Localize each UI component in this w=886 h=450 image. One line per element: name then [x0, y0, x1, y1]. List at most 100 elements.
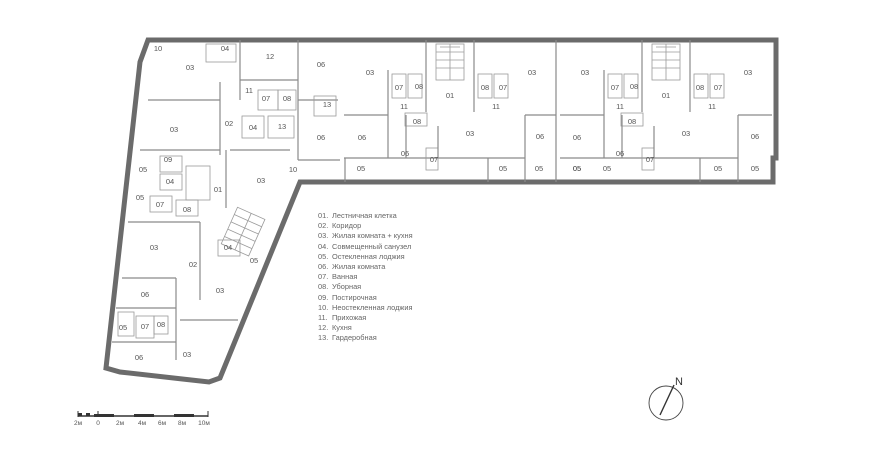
room-label: 03 — [682, 129, 690, 138]
room-labels: 10 04 03 12 06 11 07 08 13 03 02 04 13 0… — [119, 44, 759, 362]
room-label: 11 — [492, 102, 500, 111]
room-label: 06 — [135, 353, 143, 362]
room-label: 02 — [189, 260, 197, 269]
north-label: N — [675, 376, 683, 388]
scale-label: 6м — [157, 420, 167, 427]
room-label: 03 — [183, 350, 191, 359]
east-wing-partitions — [344, 40, 772, 182]
room-label: 03 — [466, 129, 474, 138]
room-label: 07 — [714, 83, 722, 92]
room-label: 07 — [430, 155, 438, 164]
room-label: 07 — [156, 200, 164, 209]
room-label: 03 — [257, 176, 265, 185]
room-label: 06 — [141, 290, 149, 299]
legend-item: 12.Кухня — [318, 323, 352, 333]
room-label: 01 — [446, 91, 454, 100]
room-label: 04 — [249, 123, 257, 132]
legend: 01.Лестничная клетка 02.Коридор 03.Жилая… — [318, 211, 413, 344]
room-label: 05 — [250, 256, 258, 265]
room-label: 07 — [395, 83, 403, 92]
legend-item: 08.Уборная — [318, 282, 362, 292]
room-label: 04 — [166, 177, 174, 186]
room-label: 03 — [528, 68, 536, 77]
room-label: 04 — [221, 44, 229, 53]
room-label: 03 — [186, 63, 194, 72]
legend-item: 02.Коридор — [318, 221, 362, 231]
scale-label: 10м — [198, 420, 210, 427]
room-label: 05 — [573, 164, 581, 173]
room-label: 01 — [214, 185, 222, 194]
legend-item: 05.Остекленная лоджия — [318, 251, 405, 261]
room-label: 08 — [630, 82, 638, 91]
legend-item: 01.Лестничная клетка — [318, 211, 397, 220]
scale-bar: 2м 0 2м 4м 6м 8м 10м — [72, 408, 222, 438]
room-label: 10 — [289, 165, 297, 174]
scale-label: 2м — [115, 420, 125, 427]
room-label: 05 — [714, 164, 722, 173]
room-label: 06 — [358, 133, 366, 142]
legend-item: 11.Прихожая — [318, 313, 367, 323]
room-label: 07 — [611, 83, 619, 92]
room-label: 06 — [317, 133, 325, 142]
room-label: 03 — [581, 68, 589, 77]
room-label: 11 — [400, 102, 408, 111]
room-label: 05 — [136, 193, 144, 202]
room-label: 07 — [262, 94, 270, 103]
legend-item: 04.Совмещенный санузел — [318, 241, 412, 251]
room-label: 10 — [154, 44, 162, 53]
west-wing-partitions — [112, 40, 340, 360]
north-arrow-icon: N — [646, 373, 694, 421]
room-label: 08 — [183, 205, 191, 214]
legend-item: 03.Жилая комната + кухня — [318, 231, 413, 241]
room-label: 07 — [646, 155, 654, 164]
room-label: 06 — [317, 60, 325, 69]
room-label: 07 — [141, 322, 149, 331]
room-label: 08 — [628, 117, 636, 126]
room-label: 01 — [662, 91, 670, 100]
room-label: 06 — [401, 149, 409, 158]
scale-label: 8м — [177, 420, 187, 427]
legend-item: 09.Постирочная — [318, 292, 377, 302]
room-label: 05 — [573, 164, 581, 173]
room-label: 06 — [751, 132, 759, 141]
room-label: 08 — [413, 117, 421, 126]
room-label: 08 — [481, 83, 489, 92]
room-label: 03 — [744, 68, 752, 77]
room-label: 03 — [216, 286, 224, 295]
room-label: 11 — [616, 102, 624, 111]
scale-bar-graphic — [77, 411, 209, 417]
room-label: 08 — [696, 83, 704, 92]
room-label: 13 — [323, 100, 331, 109]
room-label: 06 — [536, 132, 544, 141]
scale-label: 0 — [96, 420, 100, 427]
room-label: 08 — [157, 320, 165, 329]
room-label: 07 — [499, 83, 507, 92]
room-label: 08 — [283, 94, 291, 103]
room-label: 13 — [278, 122, 286, 131]
room-label: 09 — [164, 155, 172, 164]
room-label: 05 — [119, 323, 127, 332]
room-label: 08 — [415, 82, 423, 91]
room-label: 05 — [499, 164, 507, 173]
room-label: 05 — [603, 164, 611, 173]
room-label: 05 — [751, 164, 759, 173]
room-label: 12 — [266, 52, 274, 61]
room-label: 05 — [535, 164, 543, 173]
scale-label: 2м — [73, 420, 83, 427]
room-label: 03 — [170, 125, 178, 134]
legend-item: 06.Жилая комната — [318, 262, 386, 272]
room-label: 11 — [708, 102, 716, 111]
scale-label: 4м — [137, 420, 147, 427]
legend-item: 07.Ванная — [318, 272, 358, 282]
room-label: 03 — [150, 243, 158, 252]
room-label: 05 — [357, 164, 365, 173]
legend-item: 10.Неостекленная лоджия — [318, 302, 413, 312]
room-label: 04 — [224, 243, 232, 252]
legend-item: 13.Гардеробная — [318, 333, 377, 343]
exterior-walls — [103, 37, 779, 385]
room-label: 02 — [225, 119, 233, 128]
room-label: 06 — [573, 133, 581, 142]
room-label: 06 — [616, 149, 624, 158]
room-label: 05 — [139, 165, 147, 174]
